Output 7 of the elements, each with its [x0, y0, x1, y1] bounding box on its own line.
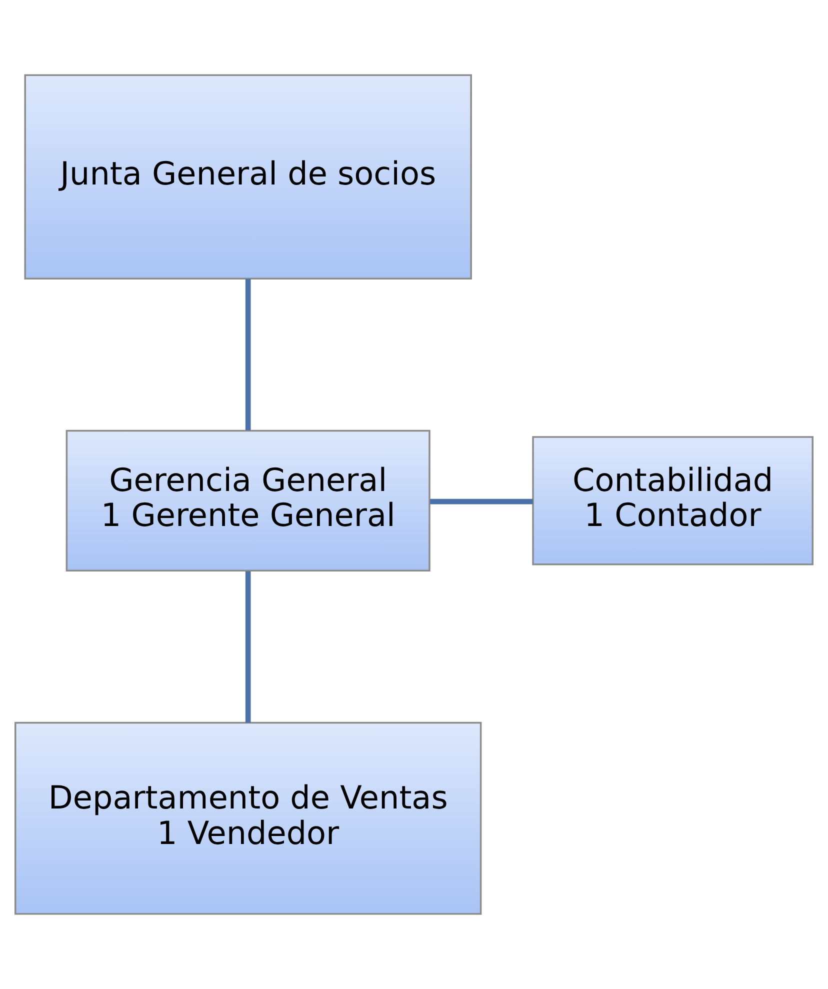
- connector: [245, 278, 251, 430]
- node-box: Gerencia General 1 Gerente General: [66, 430, 430, 572]
- node-box: Contabilidad 1 Contador: [532, 436, 814, 566]
- node-box: Departamento de Ventas 1 Vendedor: [14, 722, 482, 915]
- connector: [245, 571, 251, 723]
- node-box: Junta General de socios: [24, 74, 472, 280]
- connector: [430, 498, 533, 504]
